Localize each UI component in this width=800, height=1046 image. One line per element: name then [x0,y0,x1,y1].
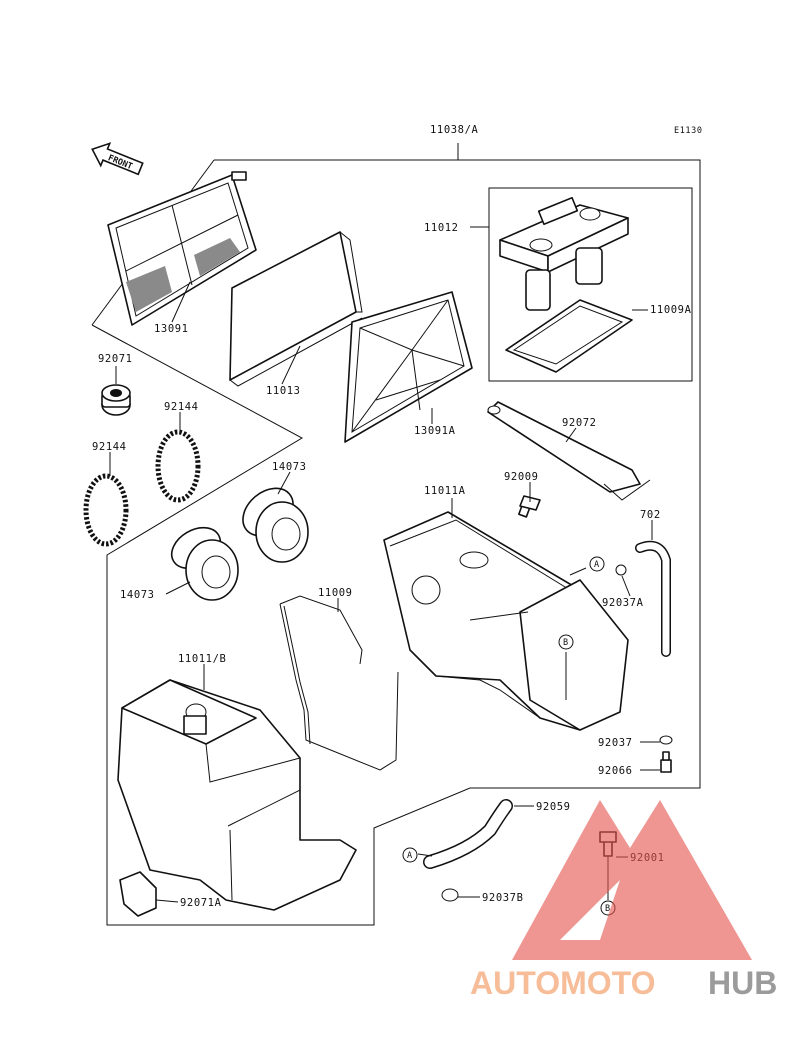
callout-b-upper [558,634,574,650]
watermark-text-part2: HUB [708,965,777,1001]
watermark-logo: AUTOMOTO HUB [470,800,777,1001]
part-702-hose [635,540,671,657]
watermark-text-part1: AUTOMOTO [470,965,655,1001]
callout-b-upper-label: B [563,638,569,648]
label-92037: 92037 [598,737,633,749]
label-11013: 11013 [266,385,301,397]
callout-a-lower [402,847,418,863]
diagram-code: E1130 [674,126,703,136]
part-14073-duct-lower [170,526,239,601]
part-11011a-case-upper [383,511,629,731]
part-11013-foam-element [229,231,363,387]
label-92037a: 92037A [602,597,644,609]
label-92037b: 92037B [482,892,524,904]
part-92072-strap [487,401,651,501]
part-13091-filter-screen [107,171,257,326]
label-92144-upper: 92144 [164,401,199,413]
label-11011a: 11011A [424,485,466,497]
label-92066: 92066 [598,765,633,777]
part-92144-clamp-upper [155,429,201,503]
part-11011b-case-lower [117,679,357,917]
label-11011b: 11011/B [178,653,226,665]
part-92009-bolt [518,495,541,518]
callout-b-lower-label: B [605,904,611,914]
part-92066-plug [660,751,672,773]
leader-lines [109,281,660,903]
part-92144-clamp-lower [83,473,129,547]
label-11009: 11009 [318,587,353,599]
label-92059: 92059 [536,801,571,813]
label-92071: 92071 [98,353,133,365]
part-92071-grommet [101,384,131,416]
label-92072: 92072 [562,417,597,429]
label-92071a: 92071A [180,897,222,909]
callout-a-upper [589,556,605,572]
label-14073-upper: 14073 [272,461,307,473]
label-11012: 11012 [424,222,459,234]
label-92009: 92009 [504,471,539,483]
inset-box-11012 [470,187,693,382]
label-92144-lower: 92144 [92,441,127,453]
label-13091a: 13091A [414,425,456,437]
label-11038a: 11038/A [430,124,479,136]
front-arrow-icon: FRONT [91,142,144,176]
part-14073-duct-upper [242,487,309,563]
part-92037b-clip [441,888,459,902]
callout-a-lower-label: A [407,851,413,861]
label-14073-lower: 14073 [120,589,155,601]
part-92037-clip [659,735,673,745]
label-13091: 13091 [154,323,189,335]
part-11009-gasket [279,595,399,771]
callout-a-upper-label: A [594,560,600,570]
part-92037a-clip [615,564,627,576]
watermark-triangle-icon [512,800,752,960]
label-702: 702 [640,509,661,521]
label-11009a: 11009A [650,304,692,316]
part-92059-tube [423,799,513,869]
part-13091a-filter-frame [344,291,473,443]
